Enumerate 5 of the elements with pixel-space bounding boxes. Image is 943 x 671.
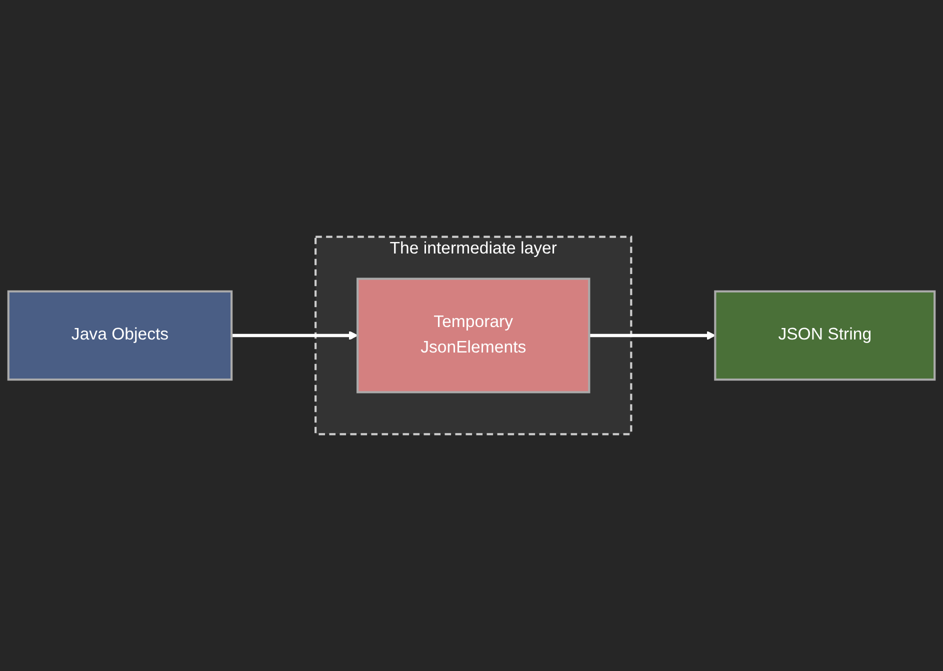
- node-box: Java Objects: [7, 290, 233, 381]
- arrow: [232, 330, 358, 340]
- arrow: [589, 330, 716, 340]
- node-box: JSON String: [714, 290, 936, 381]
- node-box: Temporary JsonElements: [356, 278, 590, 394]
